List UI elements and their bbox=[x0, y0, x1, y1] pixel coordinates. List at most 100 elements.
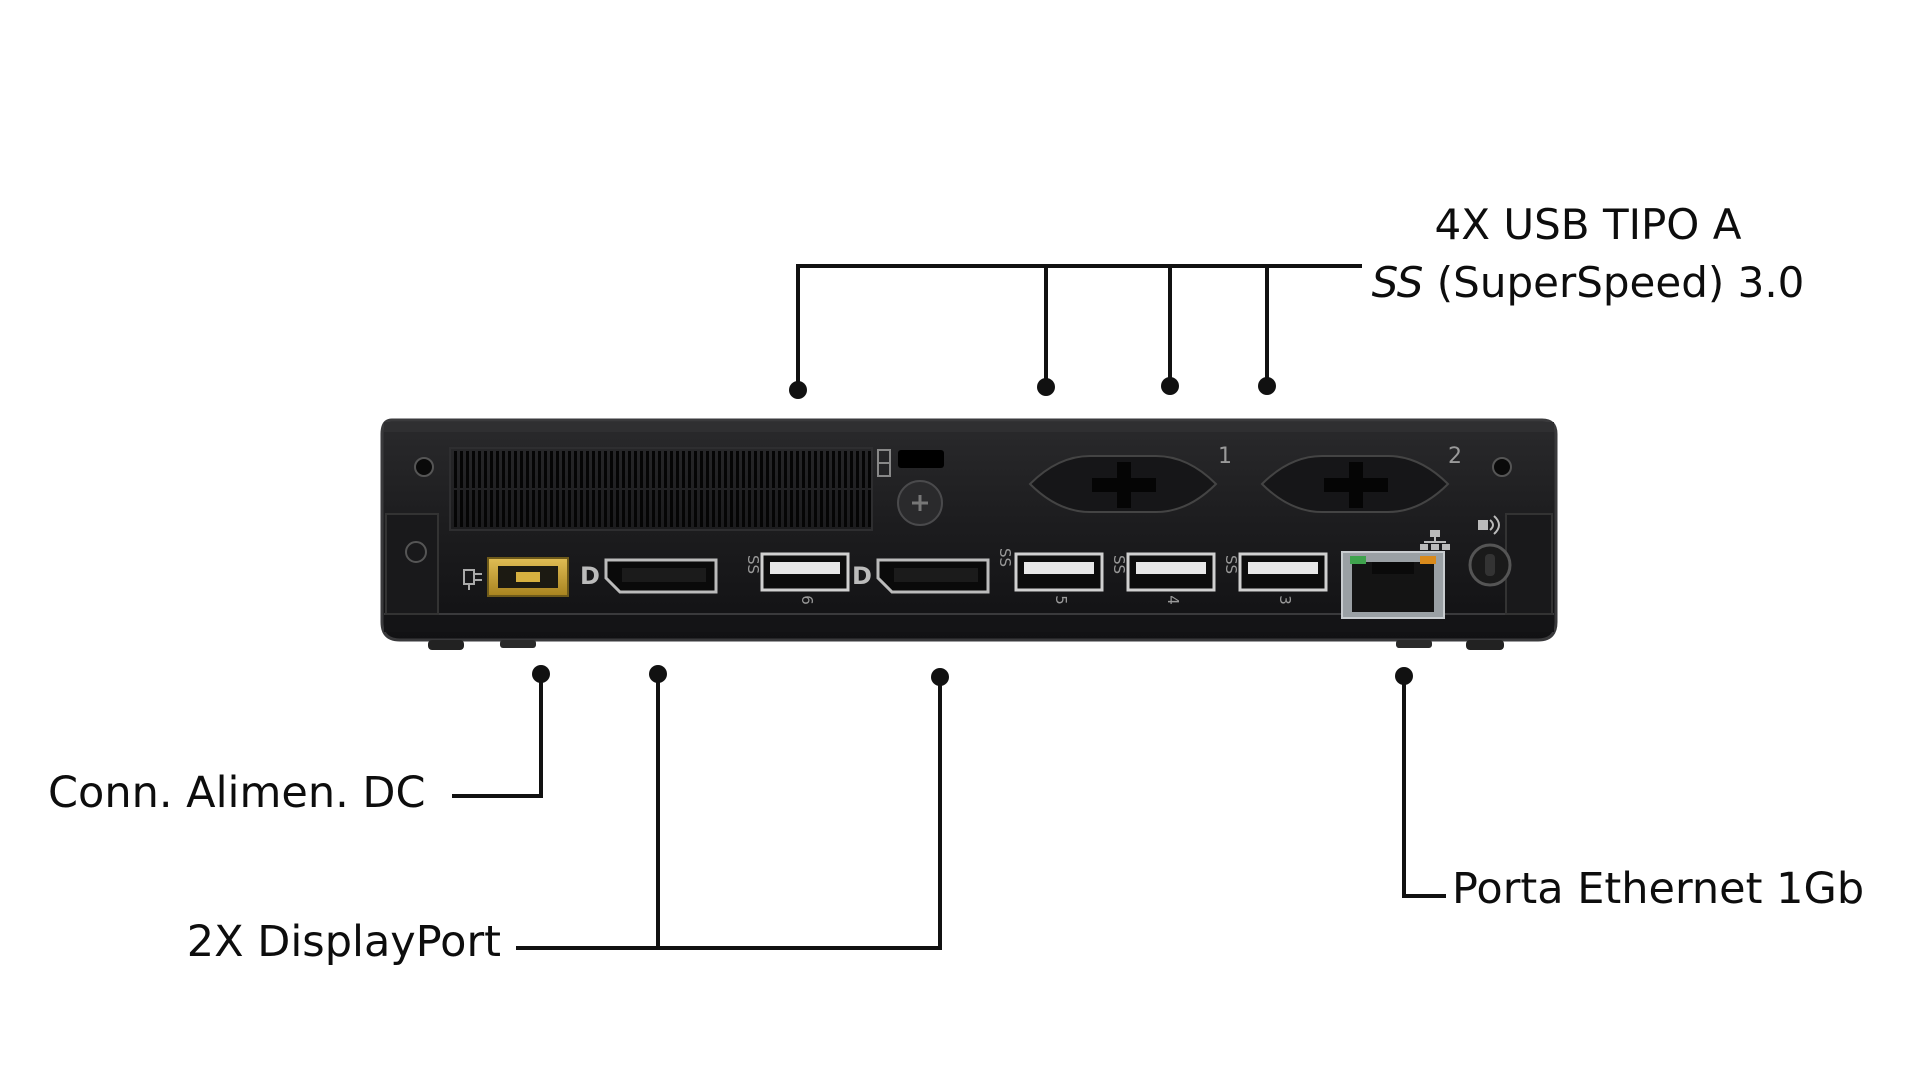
vent-slit bbox=[490, 451, 493, 488]
vent-slit bbox=[844, 490, 847, 527]
displayport-leader bbox=[656, 674, 942, 950]
svg-text:D: D bbox=[580, 562, 600, 590]
vent-slit bbox=[562, 490, 565, 527]
leader-dots bbox=[532, 377, 1413, 686]
vent-slit bbox=[652, 490, 655, 527]
vent-slit bbox=[664, 451, 667, 488]
vent-slit bbox=[592, 490, 595, 527]
vent-slit bbox=[454, 490, 457, 527]
vent-slit bbox=[814, 490, 817, 527]
vent-slit bbox=[670, 451, 673, 488]
vent-slit bbox=[484, 451, 487, 488]
vent-slit bbox=[868, 490, 871, 527]
vent-slit bbox=[622, 490, 625, 527]
usb-5-dot bbox=[1037, 378, 1055, 396]
usb-port-3: SS 3 bbox=[1222, 552, 1328, 605]
usb-callout-title: 4X USB TIPO A bbox=[1434, 200, 1742, 249]
vent-slit bbox=[730, 490, 733, 527]
vent-slit bbox=[712, 451, 715, 488]
vent-slit bbox=[856, 490, 859, 527]
superspeed-icon: SS bbox=[1110, 555, 1128, 574]
usb-port-6-number: 6 bbox=[798, 595, 816, 605]
vent-slit bbox=[574, 490, 577, 527]
vent-slit bbox=[778, 490, 781, 527]
vent-slit bbox=[520, 451, 523, 488]
chassis-screws bbox=[405, 457, 1512, 563]
vent-slit bbox=[658, 451, 661, 488]
displayport-icon: D bbox=[580, 562, 600, 590]
vent-slit bbox=[640, 451, 643, 488]
vent-slit bbox=[466, 490, 469, 527]
vent-slit bbox=[856, 451, 859, 488]
vent-slit bbox=[556, 490, 559, 527]
vent-slit bbox=[778, 451, 781, 488]
superspeed-text: (SuperSpeed) 3.0 bbox=[1423, 258, 1805, 307]
vent-slit bbox=[676, 490, 679, 527]
vent-slit bbox=[802, 490, 805, 527]
vent-slit bbox=[796, 451, 799, 488]
vent-slit bbox=[526, 451, 529, 488]
vent-slit bbox=[688, 451, 691, 488]
superspeed-abbrev: SS bbox=[1371, 258, 1424, 307]
vent-slit bbox=[574, 451, 577, 488]
vent-slit bbox=[760, 451, 763, 488]
vent-slit bbox=[868, 451, 871, 488]
vent-slit bbox=[526, 490, 529, 527]
vent-slit bbox=[796, 490, 799, 527]
vent-slit bbox=[742, 451, 745, 488]
vent-slit bbox=[472, 490, 475, 527]
vent-slit bbox=[718, 490, 721, 527]
headset-icon bbox=[1478, 515, 1500, 535]
vent-slit bbox=[592, 451, 595, 488]
vent-slit bbox=[748, 451, 751, 488]
ethernet-dot bbox=[1395, 667, 1413, 685]
vent-slit bbox=[616, 451, 619, 488]
vent-slit bbox=[538, 490, 541, 527]
vent-slit bbox=[790, 451, 793, 488]
vent-slit bbox=[754, 490, 757, 527]
ethernet-link-led bbox=[1350, 556, 1366, 564]
usb-port-5-number: 5 bbox=[1052, 595, 1070, 605]
vent-slit bbox=[508, 490, 511, 527]
vent-slit bbox=[706, 490, 709, 527]
vent-slit bbox=[646, 490, 649, 527]
vent-slit bbox=[460, 490, 463, 527]
network-icon bbox=[1420, 530, 1450, 550]
vent-slit bbox=[568, 490, 571, 527]
vent-slit bbox=[496, 490, 499, 527]
vent-slit bbox=[562, 451, 565, 488]
vent-slit bbox=[604, 490, 607, 527]
usb-port-6: SS 6 bbox=[744, 552, 850, 605]
vent-slit bbox=[862, 490, 865, 527]
vent-slit bbox=[802, 451, 805, 488]
vent-slit bbox=[454, 451, 457, 488]
vent-slit bbox=[640, 490, 643, 527]
vent-slit bbox=[850, 451, 853, 488]
usb-port-4-number: 4 bbox=[1164, 595, 1182, 605]
displayport-icon: D bbox=[852, 562, 872, 590]
vent-slit bbox=[598, 490, 601, 527]
vent-slit bbox=[718, 451, 721, 488]
superspeed-icon: SS bbox=[744, 555, 762, 574]
svg-text:D: D bbox=[852, 562, 872, 590]
vent-slit bbox=[502, 490, 505, 527]
vent-slit bbox=[634, 451, 637, 488]
vent-slit bbox=[610, 451, 613, 488]
vent-slit bbox=[826, 451, 829, 488]
usb-port-3-number: 3 bbox=[1276, 595, 1294, 605]
vent-slit bbox=[766, 490, 769, 527]
vent-slit bbox=[808, 490, 811, 527]
vent-slit bbox=[598, 451, 601, 488]
vent-slit bbox=[772, 451, 775, 488]
vent-slit bbox=[742, 490, 745, 527]
usb-callout: 4X USB TIPO A SS (SuperSpeed) 3.0 bbox=[1328, 196, 1848, 312]
superspeed-icon: SS bbox=[996, 548, 1014, 567]
vent-slit bbox=[460, 451, 463, 488]
superspeed-icon: SS bbox=[1222, 555, 1240, 574]
vent-slit bbox=[580, 451, 583, 488]
ethernet-leader bbox=[1402, 676, 1446, 898]
vent-slit bbox=[604, 451, 607, 488]
vent-slit bbox=[544, 490, 547, 527]
dc-dot bbox=[532, 665, 550, 683]
